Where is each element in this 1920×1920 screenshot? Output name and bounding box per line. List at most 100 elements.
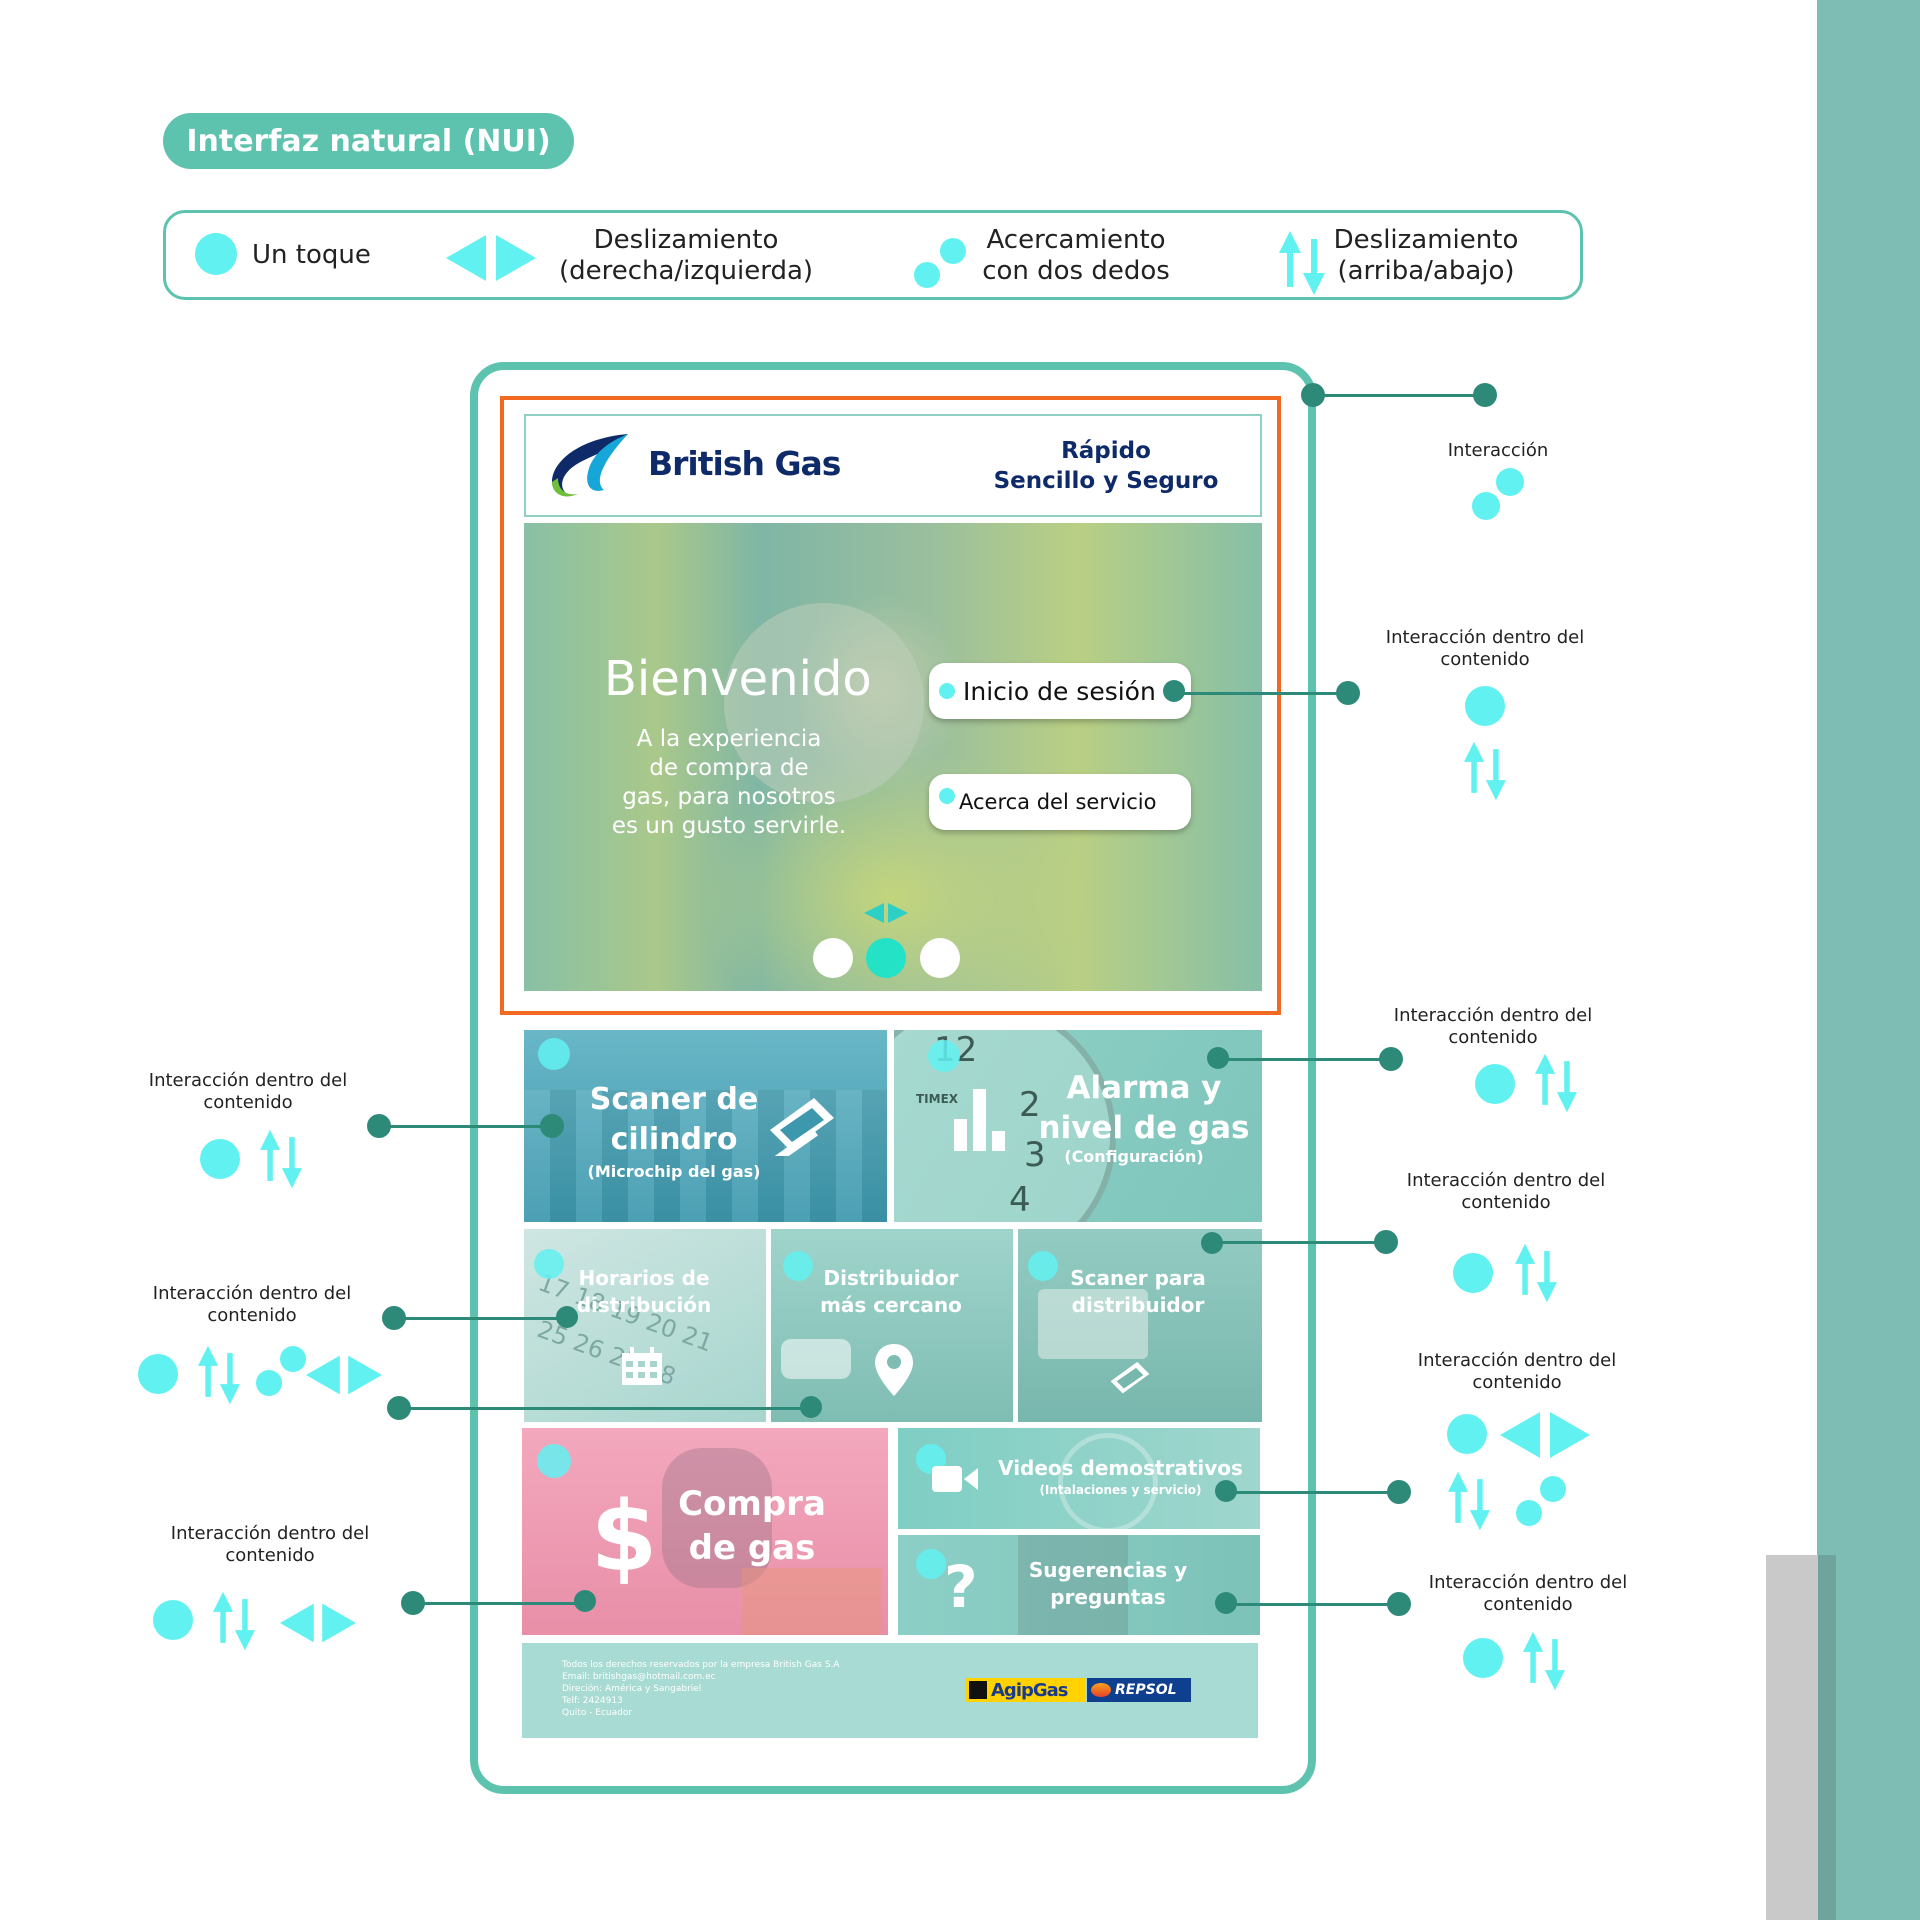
welcome-line3: gas, para nosotros (622, 784, 836, 810)
legend-swipe-h-line1: Deslizamiento (593, 225, 779, 255)
login-button-label: Inicio de sesión (963, 676, 1156, 706)
tile-schedule-line2: distribución (576, 1293, 712, 1317)
repsol-logo: REPSOL (1087, 1678, 1191, 1702)
legend-pinch-line1: Acercamiento (986, 225, 1166, 255)
tile-alarm-title: Alarma y nivel de gas (1034, 1068, 1254, 1148)
legend-pinch-line2: con dos dedos (982, 256, 1170, 286)
annotation-line1: Interacción dentro del (148, 1070, 348, 1091)
tile-alarm-line2: nivel de gas (1038, 1110, 1250, 1146)
tile-suggestions-line1: Sugerencias y (1028, 1558, 1188, 1582)
tap-dot-icon (1453, 1253, 1493, 1293)
repsol-logo-text: REPSOL (1115, 1682, 1177, 1698)
legend-swipe-h-label: Deslizamiento (derecha/izquierda) (546, 225, 826, 287)
connector-line (1226, 1603, 1398, 1606)
tile-scan-subtitle: (Microchip del gas) (587, 1162, 761, 1181)
welcome-line1: A la experiencia (636, 726, 822, 752)
tile-buy-line2: de gas (688, 1528, 816, 1568)
footer-text: Todos los derechos reservados por la emp… (562, 1659, 840, 1719)
connector-knob (1387, 1592, 1411, 1616)
swipe-vertical-icon (1515, 1243, 1557, 1303)
swipe-vertical-icon (1448, 1471, 1490, 1531)
tagline-line2: Sencillo y Seguro (993, 468, 1219, 494)
dollar-icon: $ (596, 1481, 652, 1584)
tile-buy-gas[interactable]: $ Compra de gas (522, 1428, 888, 1635)
tap-dot-icon (153, 1600, 193, 1640)
carousel-dot-2-active[interactable] (866, 938, 906, 978)
tile-scan-line1: Scaner de (589, 1082, 759, 1117)
legend-swipe-v-line2: (arriba/abajo) (1337, 256, 1515, 286)
hero-carousel[interactable]: Bienvenido A la experiencia de compra de… (524, 523, 1262, 991)
swipe-vertical-icon (1279, 231, 1325, 295)
pinch-icon (914, 238, 966, 290)
annotation-line2: contenido (225, 1545, 315, 1566)
tile-cylinder-scanner-title: Scaner de cilindro (564, 1080, 784, 1160)
tile-distributor-line2: más cercano (820, 1293, 962, 1317)
tile-videos-subtitle: (Intalaciones y servicio) (1039, 1483, 1202, 1497)
tile-cylinder-scanner[interactable]: Scaner de cilindro (Microchip del gas) (524, 1030, 887, 1222)
welcome-line2: de compra de (649, 755, 809, 781)
legend-swipe-v-label: Deslizamiento (arriba/abajo) (1326, 225, 1526, 287)
about-button[interactable]: Acerca del servicio (929, 774, 1191, 830)
tap-dot-icon (195, 233, 237, 275)
tile-suggestions[interactable]: ? Sugerencias y preguntas (898, 1535, 1260, 1635)
agip-logo: AgipGas (965, 1678, 1085, 1702)
swipe-horizontal-icon (1500, 1412, 1590, 1458)
footer-line4: Telf: 2424913 (562, 1696, 623, 1706)
tap-dot-icon (1465, 686, 1505, 726)
british-gas-logo-icon (551, 434, 628, 497)
swipe-horizontal-icon (306, 1355, 382, 1395)
tile-distributor-title: Distribuidor más cercano (791, 1265, 991, 1319)
footer-line1: Todos los derechos reservados por la emp… (562, 1660, 840, 1670)
tile-dscanner-line1: Scaner para (1070, 1266, 1206, 1290)
legend-swipe-v-line1: Deslizamiento (1333, 225, 1519, 255)
annotation-buy: Interacción dentro del contenido (140, 1523, 400, 1567)
annotation-videos: Interacción dentro del contenido (1387, 1350, 1647, 1394)
connector-line (1175, 692, 1350, 695)
annotation-cylinder-scanner: Interacción dentro del contenido (118, 1070, 378, 1114)
footer-line2: Email: britishgas@hotmail.com.ec (562, 1672, 716, 1682)
swipe-vertical-icon (1535, 1053, 1577, 1113)
annotation-line2: contenido (1483, 1594, 1573, 1615)
app-header: British Gas Rápido Sencillo y Seguro (524, 414, 1262, 517)
annotation-line1: Interacción dentro del (1406, 1170, 1606, 1191)
swipe-horizontal-icon (446, 235, 536, 281)
swipe-horizontal-icon (280, 1603, 356, 1643)
welcome-text: A la experiencia de compra de gas, para … (604, 725, 854, 841)
connector-line (1313, 394, 1485, 397)
tile-distributor-scanner[interactable]: Scaner para distribuidor (1018, 1229, 1262, 1422)
annotation-dscanner: Interacción dentro del contenido (1376, 1170, 1636, 1214)
pinch-icon (256, 1346, 308, 1398)
connector-line (1218, 1058, 1393, 1061)
tile-scan-line2: cilindro (610, 1122, 738, 1157)
tile-schedule[interactable]: 17 18 19 20 21 25 26 27 28 Horarios de d… (524, 1229, 766, 1422)
gesture-legend: Un toque Deslizamiento (derecha/izquierd… (163, 210, 1583, 300)
connector-knob (1473, 383, 1497, 407)
tile-gas-alarm[interactable]: 12 2 3 4 TIMEX Alarma y nivel de gas (Co… (894, 1030, 1262, 1222)
tagline: Rápido Sencillo y Seguro (976, 436, 1236, 496)
pinch-icon (1516, 1476, 1568, 1528)
carousel-dot-1[interactable] (813, 938, 853, 978)
tile-alarm-subtitle: (Configuración) (1064, 1147, 1204, 1166)
login-button[interactable]: Inicio de sesión (929, 663, 1191, 719)
tap-dot-icon (138, 1354, 178, 1394)
tile-nearest-distributor[interactable]: Distribuidor más cercano (771, 1229, 1013, 1422)
connector-line (399, 1407, 811, 1410)
carousel-dot-3[interactable] (920, 938, 960, 978)
tile-dscanner-line2: distribuidor (1071, 1293, 1205, 1317)
annotation-line2: contenido (207, 1305, 297, 1326)
connector-line (394, 1317, 566, 1320)
swipe-vertical-icon (198, 1345, 240, 1405)
annotation-suggestions: Interacción dentro del contenido (1398, 1572, 1658, 1616)
tile-videos-title: Videos demostrativos (998, 1456, 1243, 1480)
tile-buy-title: Compra de gas (672, 1482, 832, 1570)
annotation-schedule: Interacción dentro del contenido (122, 1283, 382, 1327)
tile-buy-line1: Compra (678, 1484, 826, 1524)
pinch-icon (1470, 468, 1526, 524)
annotation-line1: Interacción dentro del (1393, 1005, 1593, 1026)
annotation-line2: contenido (1461, 1192, 1551, 1213)
scanner-icon (1110, 1361, 1150, 1394)
legend-swipe-h-line2: (derecha/izquierda) (558, 256, 814, 286)
tile-demo-videos[interactable]: Videos demostrativos (Intalaciones y ser… (898, 1428, 1260, 1529)
connector-line (379, 1125, 551, 1128)
tile-suggestions-line2: preguntas (1050, 1585, 1166, 1609)
